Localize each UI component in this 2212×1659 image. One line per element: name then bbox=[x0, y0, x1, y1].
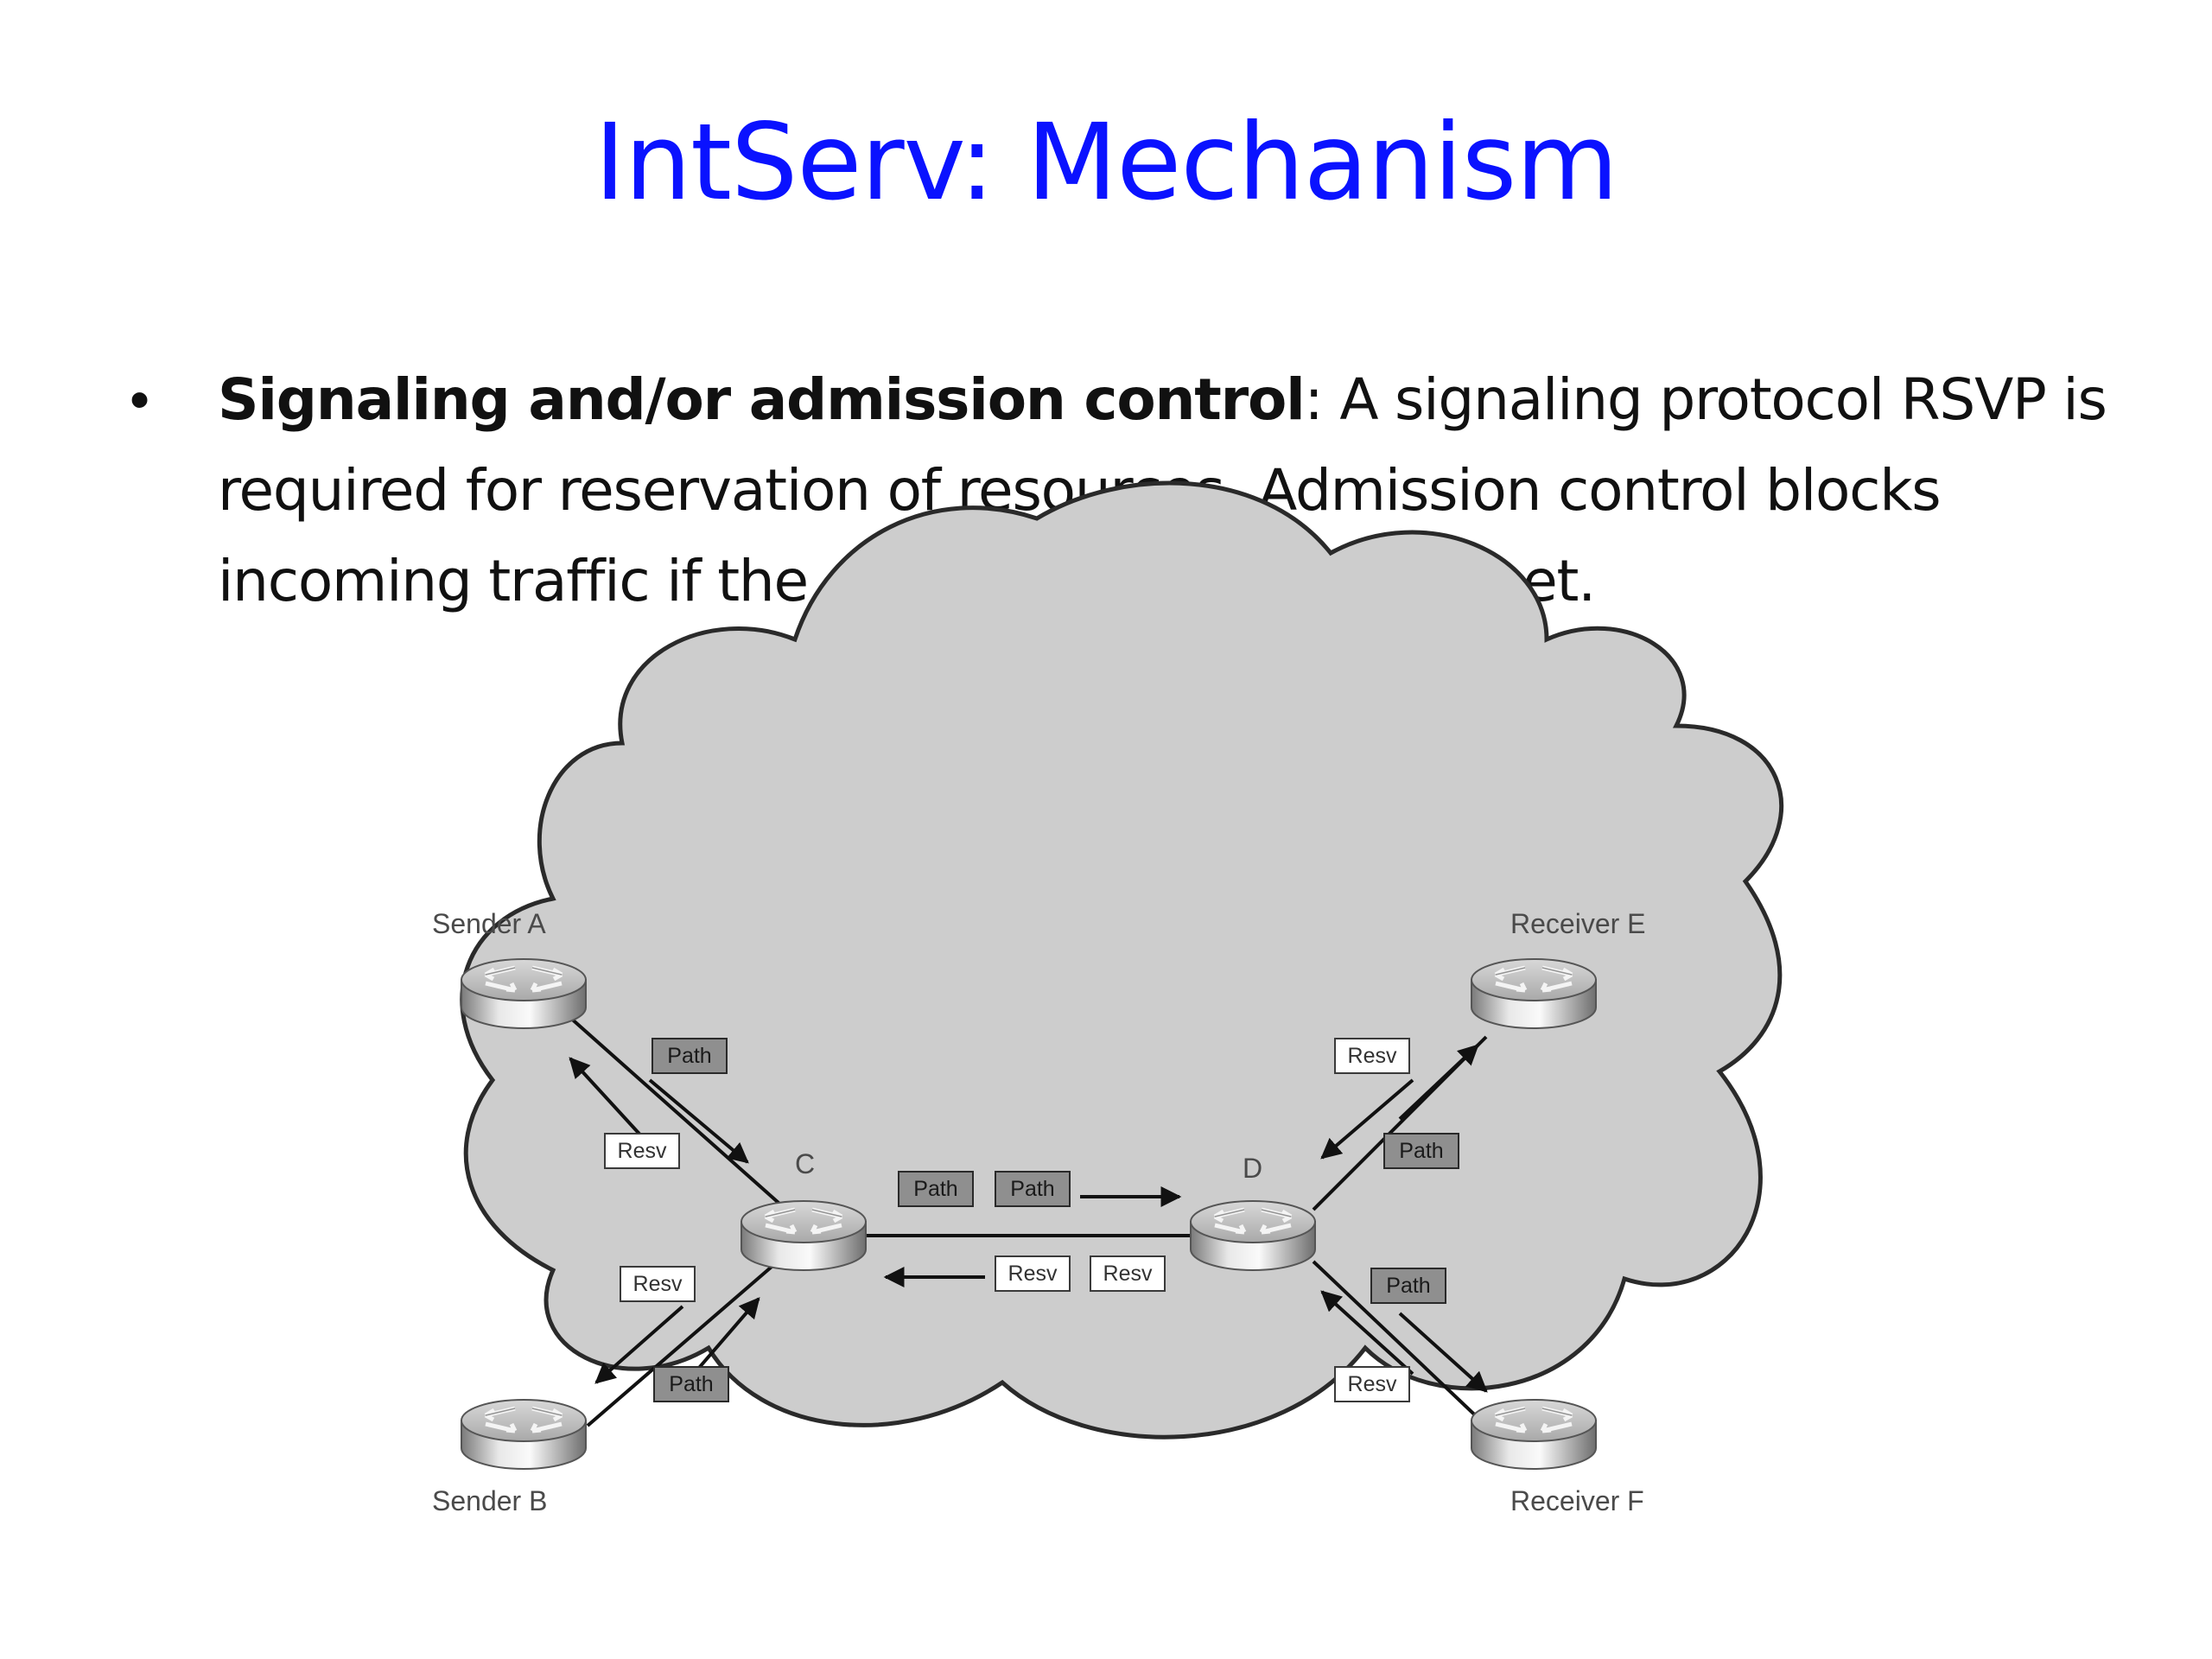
router-receiver-f bbox=[1471, 1400, 1596, 1469]
resv-message-tag: Resv bbox=[620, 1266, 696, 1302]
svg-text:Resv: Resv bbox=[1008, 1262, 1058, 1286]
arrow-c-to-sender-b bbox=[594, 1305, 684, 1384]
router-receiver-e bbox=[1471, 959, 1596, 1028]
bullet-term: Signaling and/or admission control bbox=[218, 366, 1306, 433]
resv-message-tag: Resv bbox=[995, 1255, 1071, 1292]
label-receiver-f: Receiver F bbox=[1510, 1485, 1644, 1516]
svg-text:Path: Path bbox=[667, 1044, 711, 1068]
svg-text:Path: Path bbox=[1399, 1139, 1443, 1163]
resv-message-tag: Resv bbox=[604, 1133, 680, 1169]
path-message-tag: Path bbox=[898, 1171, 974, 1207]
router-c bbox=[741, 1201, 866, 1270]
bullet-point-marker: • bbox=[130, 367, 150, 431]
svg-text:Path: Path bbox=[1386, 1274, 1430, 1298]
slide-title: IntServ: Mechanism bbox=[594, 101, 1618, 224]
path-message-tag: Path bbox=[653, 1366, 729, 1402]
path-message-tag: Path bbox=[652, 1038, 728, 1074]
arrow-d-to-receiver-f bbox=[1398, 1312, 1488, 1393]
arrow-sender-a-to-c bbox=[648, 1078, 749, 1164]
svg-text:Path: Path bbox=[1010, 1177, 1054, 1201]
router-sender-a bbox=[461, 959, 586, 1028]
svg-text:Resv: Resv bbox=[633, 1272, 683, 1296]
label-sender-a: Sender A bbox=[432, 908, 546, 939]
path-message-tag: Path bbox=[995, 1171, 1071, 1207]
arrow-d-to-receiver-e bbox=[1398, 1044, 1479, 1121]
resv-message-tag: Resv bbox=[1090, 1255, 1166, 1292]
resv-message-tag: Resv bbox=[1334, 1366, 1410, 1402]
router-d bbox=[1191, 1201, 1315, 1270]
svg-text:Resv: Resv bbox=[1103, 1262, 1153, 1286]
message-arrows bbox=[569, 1044, 1488, 1393]
router-sender-b bbox=[461, 1400, 586, 1469]
label-receiver-e: Receiver E bbox=[1510, 908, 1646, 939]
svg-text:Resv: Resv bbox=[618, 1139, 667, 1163]
label-c: C bbox=[795, 1148, 815, 1179]
svg-text:Resv: Resv bbox=[1348, 1044, 1397, 1068]
arrow-receiver-f-to-d bbox=[1320, 1290, 1414, 1376]
svg-text:Resv: Resv bbox=[1348, 1372, 1397, 1396]
path-message-tag: Path bbox=[1370, 1268, 1446, 1304]
svg-text:Path: Path bbox=[913, 1177, 957, 1201]
network-cloud bbox=[460, 480, 1784, 1440]
resv-message-tag: Resv bbox=[1334, 1038, 1410, 1074]
label-d: D bbox=[1243, 1153, 1262, 1184]
label-sender-b: Sender B bbox=[432, 1485, 547, 1516]
svg-text:Path: Path bbox=[669, 1372, 713, 1396]
path-message-tag: Path bbox=[1383, 1133, 1459, 1169]
arrow-receiver-e-to-d bbox=[1320, 1078, 1414, 1160]
